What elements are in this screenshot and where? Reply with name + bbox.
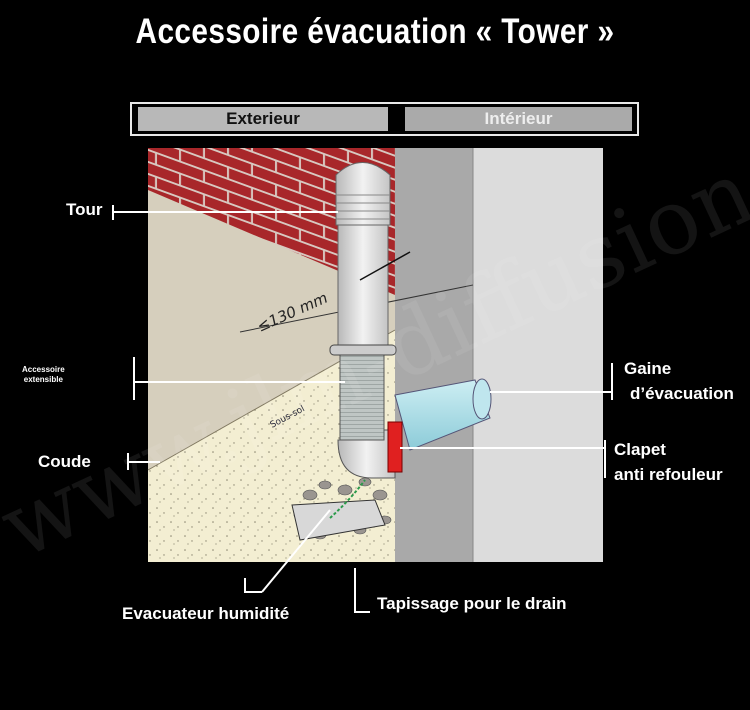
label-evacuateur: Evacuateur humidité xyxy=(122,604,290,623)
brick-wall xyxy=(148,148,395,295)
tab-exterieur: Exterieur xyxy=(138,107,388,131)
gaine-duct xyxy=(394,379,491,451)
label-tour: Tour xyxy=(66,200,103,219)
flexible-pipe xyxy=(339,354,385,446)
label-accessoire-line2: extensible xyxy=(23,375,63,384)
label-coude: Coude xyxy=(38,452,91,471)
side-header: Exterieur Intérieur xyxy=(130,102,639,136)
drain xyxy=(291,499,386,541)
label-clapet-line2: anti refouleur xyxy=(614,465,723,484)
label-accessoire: Accessoire extensible xyxy=(22,365,65,385)
label-gaine: Gaine d’évacuation xyxy=(624,356,734,406)
page-title: Accessoire évacuation « Tower » xyxy=(135,12,615,51)
label-accessoire-line1: Accessoire xyxy=(22,365,65,374)
label-gaine-line2: d’évacuation xyxy=(630,384,734,403)
label-clapet: Clapet anti refouleur xyxy=(614,437,723,487)
clapet xyxy=(387,421,403,473)
tower-cap xyxy=(335,162,391,226)
label-tapissage: Tapissage pour le drain xyxy=(377,594,567,613)
interior-wall xyxy=(473,148,603,562)
label-gaine-line1: Gaine xyxy=(624,359,672,378)
foundation-wall xyxy=(395,148,473,562)
tab-interieur: Intérieur xyxy=(405,107,632,131)
label-clapet-line1: Clapet xyxy=(614,440,666,459)
